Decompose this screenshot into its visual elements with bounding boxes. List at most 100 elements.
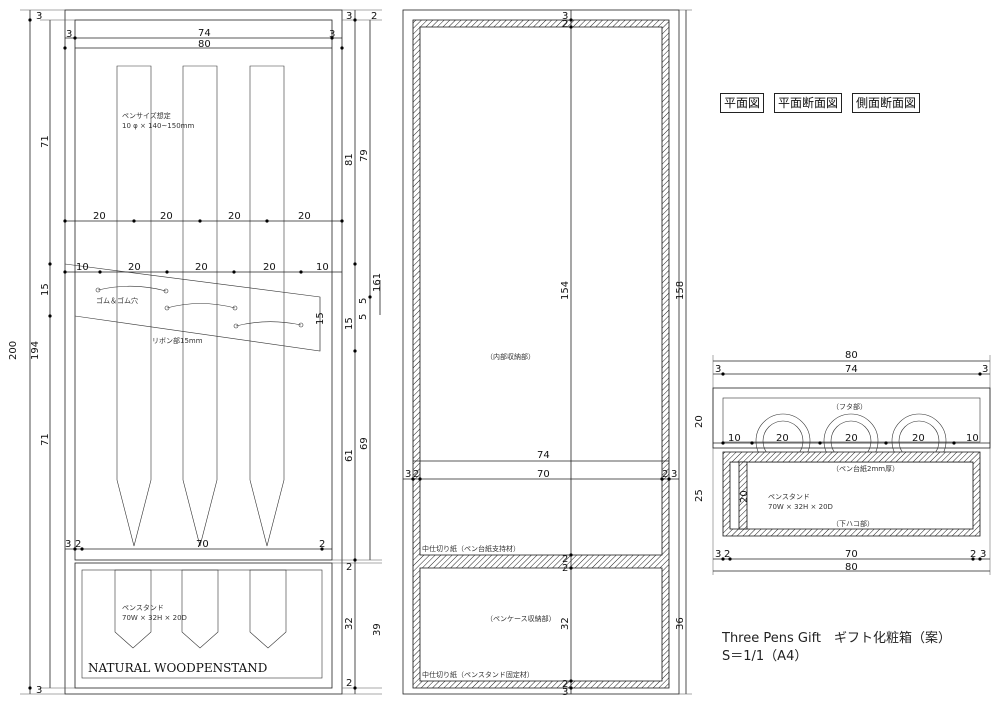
section-partition-note-1: 中仕切り紙（ペン台紙支持材） — [422, 544, 520, 553]
side-base-height: 25 — [694, 489, 705, 502]
plan-left-lower: 71 — [40, 433, 51, 446]
side-bottom-3r: 3 — [980, 549, 986, 560]
stand-slot-1 — [114, 569, 152, 649]
plan-left-upper: 71 — [40, 135, 51, 148]
plan-right-top-2: 2 — [371, 11, 377, 22]
plan-left-bottom: 3 — [36, 685, 42, 696]
section-hatched-walls — [412, 19, 670, 689]
pen-outline-1 — [116, 65, 152, 547]
title-block: Three Pens Gift ギフト化粧箱（案） S＝1/1（A4） — [722, 630, 951, 666]
section-inner-height: 154 — [560, 281, 571, 300]
section-top-2: 2 — [562, 19, 568, 30]
plan-top-left-dim: 3 — [66, 29, 72, 40]
plan-right-161: 161 — [372, 273, 383, 292]
section-outer-height: 158 — [675, 281, 686, 300]
rubber-band-1 — [97, 285, 167, 292]
side-box-note: （下ハコ部） — [832, 519, 874, 528]
section-bottom-3: 3 — [562, 687, 568, 698]
plan-inner-frame — [74, 19, 333, 561]
side-stand-note-1: ペンスタンド — [768, 492, 810, 501]
section-right-3: 3 — [671, 469, 677, 480]
pen-size-note-1: ペンサイズ想定 — [122, 111, 171, 120]
plan-right-32: 32 — [344, 617, 355, 630]
stand-note-1: ペンスタンド — [122, 603, 164, 612]
plan-right-5b: 5 — [358, 314, 369, 320]
plan-right-61: 61 — [344, 449, 355, 462]
brand-text: NATURAL WOODPENSTAND — [88, 661, 267, 675]
band-dim-4: 20 — [263, 262, 276, 273]
pitch-dim-1: 20 — [93, 211, 106, 222]
section-lower-36: 36 — [675, 617, 686, 630]
section-outer-frame — [402, 9, 680, 695]
side-stand-note-2: 70W × 32H × 20D — [768, 503, 833, 511]
rubber-note: ゴム＆ゴム穴 — [96, 296, 138, 305]
side-row-dim-4: 20 — [912, 433, 925, 444]
section-inner-note: （内部収納部） — [486, 352, 535, 361]
side-lid-inner — [722, 397, 981, 443]
side-bottom-70: 70 — [845, 549, 858, 560]
pen-outline-2 — [182, 65, 218, 547]
side-inner-width: 74 — [845, 364, 858, 375]
side-lid-outer — [712, 387, 991, 449]
section-mid-2a: 2 — [562, 554, 568, 565]
plan-right-2b: 2 — [346, 678, 352, 689]
side-left-3: 3 — [715, 364, 721, 375]
section-left-2: 2 — [413, 469, 419, 480]
title-line-1: Three Pens Gift ギフト化粧箱（案） — [722, 631, 952, 646]
side-right-3: 3 — [982, 364, 988, 375]
plan-bottom-width: 70 — [196, 539, 209, 550]
side-board-note: （ペン台紙2mm厚） — [832, 464, 899, 473]
pitch-dim-3: 20 — [228, 211, 241, 222]
side-lid-note: （フタ部） — [832, 402, 867, 411]
section-left-3: 3 — [405, 469, 411, 480]
plan-right-5a: 5 — [358, 298, 369, 304]
plan-right-69: 69 — [359, 437, 370, 450]
plan-right-2a: 2 — [346, 562, 352, 573]
band-dim-2: 20 — [128, 262, 141, 273]
plan-left-outer: 200 — [8, 341, 19, 360]
pen-size-note-2: 10 φ × 140~150mm — [122, 122, 194, 130]
plan-section-view: 3 2 154 158 （内部収納部） 74 70 3 2 2 3 中仕切り紙（… — [402, 9, 692, 698]
side-row-dim-5: 10 — [966, 433, 979, 444]
section-partition-note-2: 中仕切り紙（ペンスタンド固定材） — [422, 670, 534, 679]
plan-right-81: 81 — [344, 153, 355, 166]
plan-right-15: 15 — [344, 317, 355, 330]
side-outer-width: 80 — [845, 350, 858, 361]
pitch-dim-2: 20 — [160, 211, 173, 222]
band-dim-3: 20 — [195, 262, 208, 273]
side-row-dim-1: 10 — [728, 433, 741, 444]
side-bottom-80: 80 — [845, 562, 858, 573]
section-right-2: 2 — [662, 469, 668, 480]
band-height-dim: 15 — [315, 312, 326, 325]
plan-top-right-dim: 3 — [329, 29, 335, 40]
plan-left-inner: 194 — [30, 341, 41, 360]
side-row-dim-2: 20 — [776, 433, 789, 444]
band-dim-5: 10 — [316, 262, 329, 273]
plan-bottom-left-3: 3 — [65, 539, 71, 550]
band-dim-1: 10 — [76, 262, 89, 273]
section-width-70: 70 — [537, 469, 550, 480]
plan-right-39: 39 — [372, 623, 383, 636]
section-lower-32: 32 — [560, 617, 571, 630]
plan-left-mid: 15 — [40, 283, 51, 296]
section-bottom-2: 2 — [562, 679, 568, 690]
section-width-74: 74 — [537, 450, 550, 461]
rubber-band-3 — [235, 321, 302, 327]
rubber-band-2 — [166, 303, 236, 309]
plan-view: 3 3 74 80 ペンサイズ想定 10 φ × 140~150mm 20 20… — [8, 9, 383, 696]
section-lower-note: （ペンケース収納部） — [486, 614, 556, 623]
plan-right-top-3: 3 — [346, 11, 352, 22]
plan-outer-width-dim: 80 — [198, 39, 211, 50]
pitch-dim-4: 20 — [298, 211, 311, 222]
side-stand-height: 20 — [739, 490, 750, 503]
plan-bottom-left-2: 2 — [75, 539, 81, 550]
ribbon-note: リボン部15mm — [152, 336, 203, 345]
plan-right-79: 79 — [359, 149, 370, 162]
side-lid-height: 20 — [694, 415, 705, 428]
title-line-2: S＝1/1（A4） — [722, 649, 808, 664]
side-section-view: 80 74 3 3 （フタ部） 20 10 20 20 20 10 （ペン台紙2… — [694, 350, 991, 575]
side-bottom-2r: 2 — [970, 549, 976, 560]
legend-plan: 平面図 — [720, 93, 765, 113]
section-top-3: 3 — [562, 11, 568, 22]
